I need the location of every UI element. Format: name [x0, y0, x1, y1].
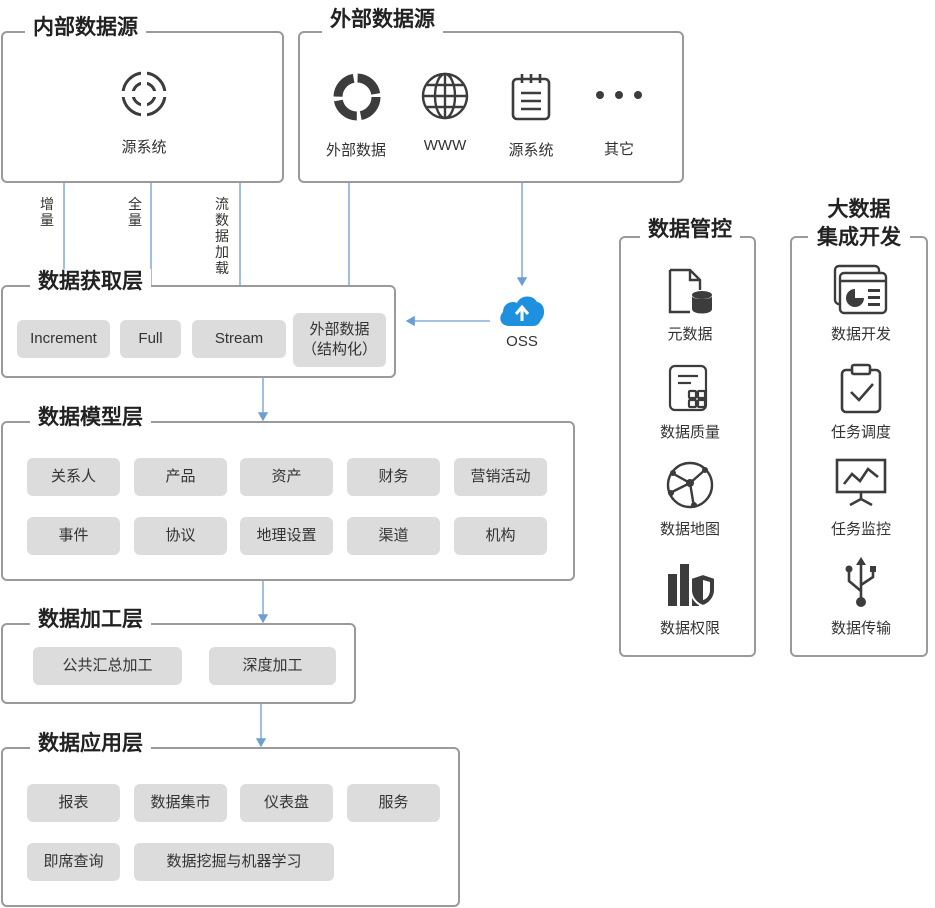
data-map-label: 数据地图 [659, 521, 720, 538]
model-chip: 关系人 [27, 458, 120, 496]
model-chip: 事件 [27, 517, 120, 555]
model-chip: 渠道 [347, 517, 440, 555]
other-label: 其它 [603, 141, 634, 158]
increment-chip: Increment [17, 320, 110, 358]
model-chip: 地理设置 [240, 517, 333, 555]
external-source-system-label: 源系统 [508, 142, 554, 159]
external-structured-chip: 外部数据（结构化） [293, 313, 386, 367]
model-chip: 财务 [347, 458, 440, 496]
clipboard-check-icon [840, 363, 882, 414]
deep-processing-chip: 深度加工 [209, 647, 336, 685]
data-mart-chip: 数据集市 [134, 784, 227, 822]
model-chip: 资产 [240, 458, 333, 496]
task-scheduling-label: 任务调度 [830, 424, 891, 441]
metadata-label: 元数据 [667, 326, 713, 343]
application-box [1, 747, 460, 907]
full-chip: Full [120, 320, 181, 358]
task-monitoring-label: 任务监控 [830, 521, 891, 538]
internal-source-title: 内部数据源 [25, 15, 146, 41]
model-title: 数据模型层 [30, 405, 151, 431]
external-data-label: 外部数据 [325, 142, 386, 159]
monitor-chart-icon [835, 458, 887, 507]
acquisition-title: 数据获取层 [30, 269, 151, 295]
external-source-title: 外部数据源 [322, 7, 443, 33]
quality-doc-icon [668, 364, 708, 412]
mining-ml-chip: 数据挖掘与机器学习 [134, 843, 334, 881]
file-database-icon [668, 268, 712, 314]
chart-shield-icon [668, 564, 716, 608]
bigdata-dev-title-line1: 大数据 [814, 197, 904, 223]
report-chip: 报表 [27, 784, 120, 822]
internal-source-system-label: 源系统 [121, 139, 167, 156]
target-icon [119, 69, 169, 119]
public-summary-chip: 公共汇总加工 [33, 647, 182, 685]
bigdata-dev-title-line2: 集成开发 [808, 225, 910, 251]
model-chip: 营销活动 [454, 458, 547, 496]
model-chip: 产品 [134, 458, 227, 496]
data-transfer-label: 数据传输 [830, 620, 891, 637]
data-permission-label: 数据权限 [659, 620, 720, 637]
adhoc-query-chip: 即席查询 [27, 843, 120, 881]
oss-label: OSS [506, 333, 538, 350]
donut-icon [333, 73, 381, 121]
stream-chip: Stream [192, 320, 286, 358]
dots-icon [596, 91, 642, 99]
notepad-icon [511, 74, 551, 121]
cloud-upload-icon [500, 296, 545, 326]
flow-label-stream: 流数据加载 [215, 196, 229, 276]
network-globe-icon [666, 461, 714, 509]
dashboard-chip: 仪表盘 [240, 784, 333, 822]
governance-title: 数据管控 [640, 217, 740, 243]
processing-title: 数据加工层 [30, 607, 151, 633]
application-title: 数据应用层 [30, 731, 151, 757]
flow-label-increment: 增量 [40, 196, 54, 228]
usb-icon [845, 557, 876, 607]
data-quality-label: 数据质量 [659, 424, 720, 441]
dashboard-window-icon [833, 264, 888, 315]
internal-source-box [1, 31, 284, 183]
model-chip: 机构 [454, 517, 547, 555]
globe-icon [421, 72, 469, 120]
flow-label-full: 全量 [128, 196, 142, 228]
external-source-box [298, 31, 684, 183]
model-chip: 协议 [134, 517, 227, 555]
www-label: WWW [423, 137, 467, 154]
data-dev-label: 数据开发 [830, 326, 891, 343]
service-chip: 服务 [347, 784, 440, 822]
model-box [1, 421, 575, 581]
